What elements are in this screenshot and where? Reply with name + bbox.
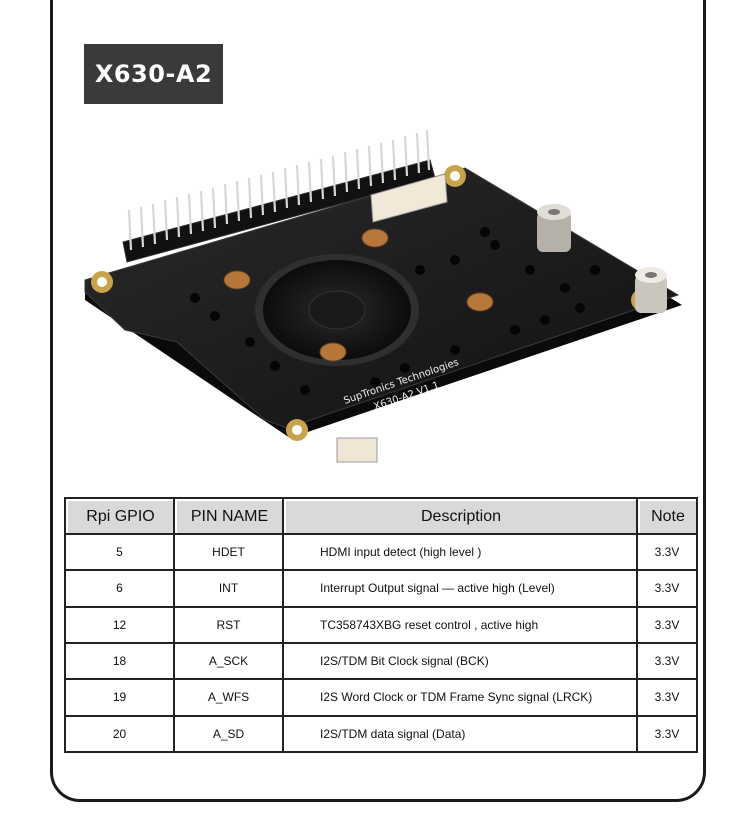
metal-standoffs	[537, 204, 667, 313]
table-row: 19 A_WFS I2S Word Clock or TDM Frame Syn…	[64, 678, 698, 717]
table-row: 5 HDET HDMI input detect (high level ) 3…	[64, 532, 698, 572]
cell-pin: INT	[173, 569, 284, 608]
table-row: 12 RST TC358743XBG reset control , activ…	[64, 605, 698, 644]
gpio-pins	[127, 129, 431, 251]
cell-gpio: 12	[64, 605, 175, 644]
col-header-gpio: Rpi GPIO	[64, 497, 175, 535]
cell-desc: TC358743XBG reset control , active high	[282, 605, 638, 644]
cell-desc: HDMI input detect (high level )	[282, 532, 638, 572]
cell-pin: A_WFS	[173, 678, 284, 717]
table-row: 18 A_SCK I2S/TDM Bit Clock signal (BCK) …	[64, 641, 698, 681]
table-row: 20 A_SD I2S/TDM data signal (Data) 3.3V	[64, 714, 698, 754]
cell-desc: Interrupt Output signal — active high (L…	[282, 569, 638, 608]
board-vias	[190, 227, 600, 395]
cell-note: 3.3V	[636, 532, 698, 572]
col-header-pin-name: PIN NAME	[173, 497, 284, 535]
table-row: 6 INT Interrupt Output signal — active h…	[64, 569, 698, 608]
board-photo: SupTronics Technologies X630-A2 V1.1	[84, 129, 682, 463]
cell-note: 3.3V	[636, 678, 698, 717]
cell-gpio: 18	[64, 641, 175, 681]
cell-gpio: 5	[64, 532, 175, 572]
product-label: X630-A2	[84, 44, 223, 104]
cell-pin: RST	[173, 605, 284, 644]
pin-table: Rpi GPIO PIN NAME Description Note 5 HDE…	[64, 497, 698, 754]
col-header-description: Description	[282, 497, 638, 535]
cell-pin: HDET	[173, 532, 284, 572]
cell-note: 3.3V	[636, 569, 698, 608]
cell-pin: A_SCK	[173, 641, 284, 681]
cell-desc: I2S/TDM data signal (Data)	[282, 714, 638, 754]
bottom-connector	[336, 437, 378, 463]
table-header-row: Rpi GPIO PIN NAME Description Note	[64, 497, 698, 535]
cell-gpio: 6	[64, 569, 175, 608]
col-header-note: Note	[636, 497, 698, 535]
cell-pin: A_SD	[173, 714, 284, 754]
cell-note: 3.3V	[636, 605, 698, 644]
cell-note: 3.3V	[636, 714, 698, 754]
cell-desc: I2S Word Clock or TDM Frame Sync signal …	[282, 678, 638, 717]
cell-gpio: 19	[64, 678, 175, 717]
cell-gpio: 20	[64, 714, 175, 754]
fpc-connector	[370, 173, 448, 223]
cell-note: 3.3V	[636, 641, 698, 681]
brass-standoffs	[223, 228, 494, 362]
cell-desc: I2S/TDM Bit Clock signal (BCK)	[282, 641, 638, 681]
